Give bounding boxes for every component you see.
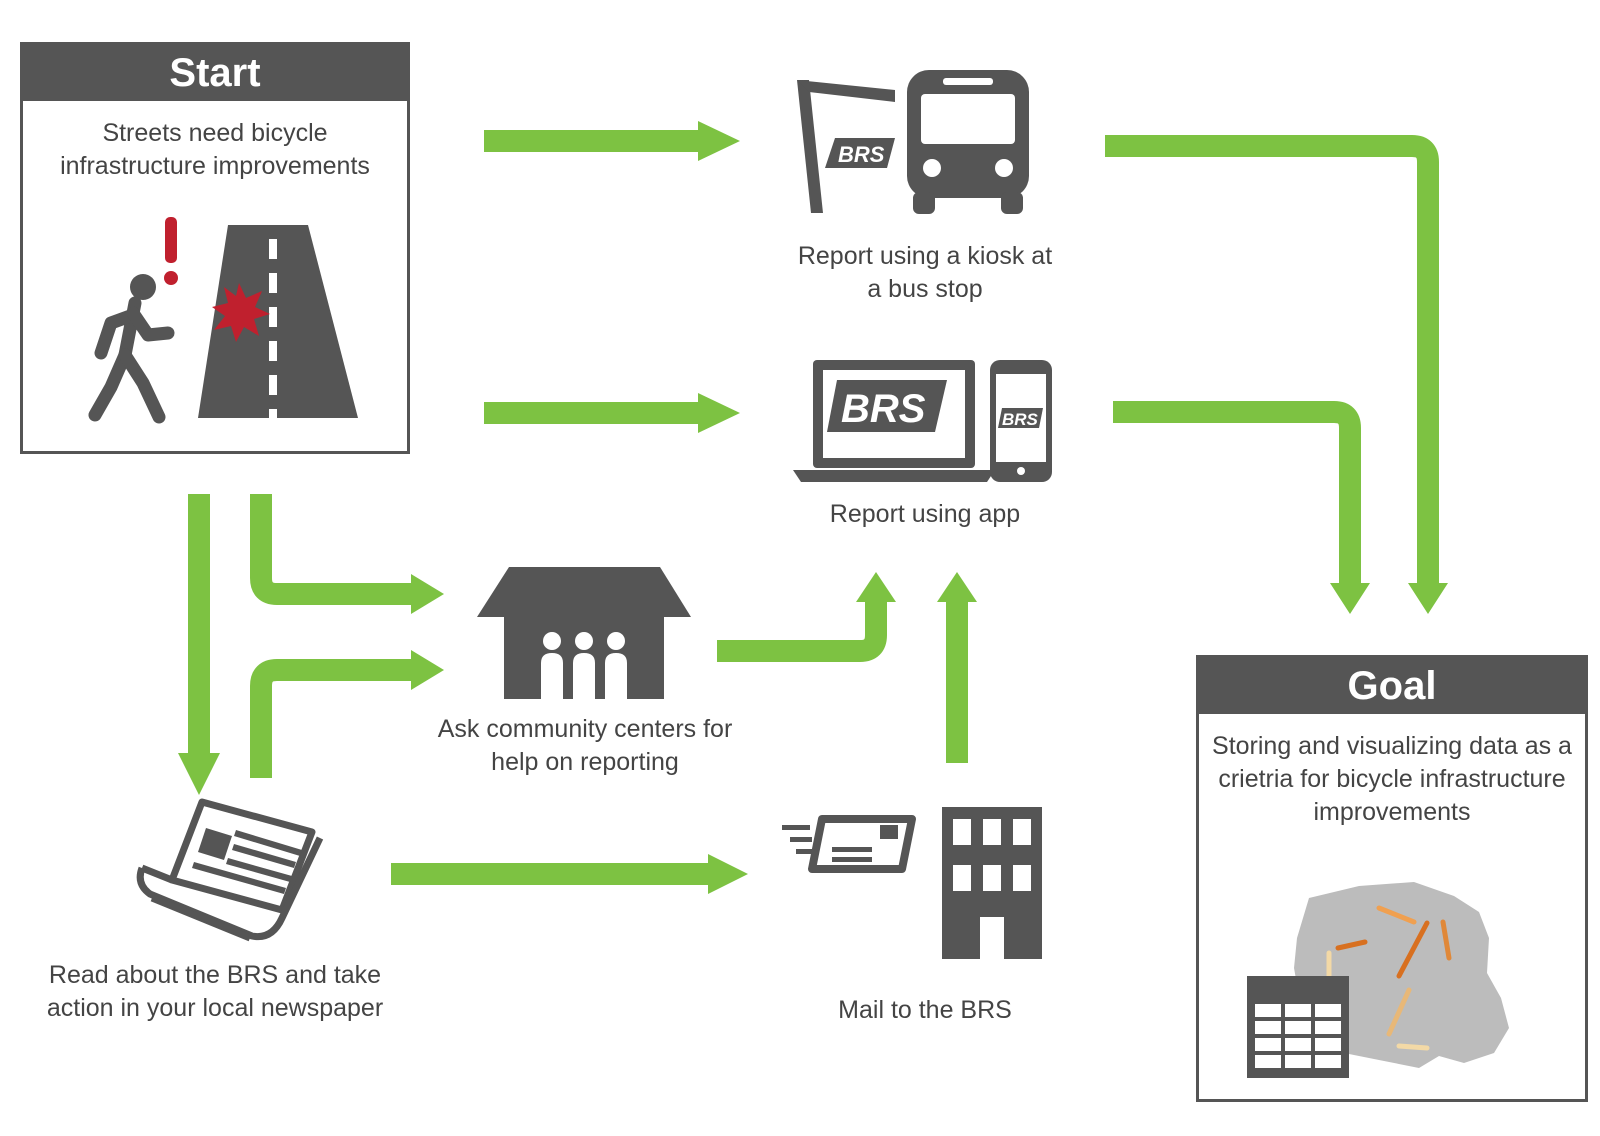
exclamation-icon xyxy=(165,217,177,263)
arrowhead-community-1 xyxy=(411,574,444,614)
road-icon xyxy=(198,225,358,418)
mail-to-brs-icon xyxy=(782,807,1042,959)
goal-title: Goal xyxy=(1199,658,1585,714)
arrowhead-app-from-mail xyxy=(937,572,977,602)
svg-text:BRS: BRS xyxy=(1002,410,1039,429)
arrow-kiosk-to-goal xyxy=(1105,135,1439,585)
start-text: Streets need bicycle infrastructure impr… xyxy=(60,119,370,180)
goal-text: Storing and visualizing data as a crietr… xyxy=(1212,732,1572,826)
goal-box: Goal Storing and visualizing data as a c… xyxy=(1196,655,1588,1102)
newspaper-icon xyxy=(136,798,324,942)
app-label: Report using app xyxy=(829,500,1021,528)
kiosk-logo-icon xyxy=(825,138,895,168)
arrowhead-goal-2 xyxy=(1330,583,1370,614)
arrowhead-app xyxy=(698,393,740,433)
community-center-icon xyxy=(477,567,691,699)
bus-icon xyxy=(907,70,1029,214)
start-box: Start Streets need bicycle infrastructur… xyxy=(20,42,410,454)
kiosk-pole-icon xyxy=(797,80,823,213)
mail-label: Mail to the BRS xyxy=(838,996,1012,1024)
arrowhead-kiosk xyxy=(698,121,740,161)
community-label: Ask community centers for help on report… xyxy=(437,715,733,776)
hazard-burst-icon xyxy=(212,283,270,342)
arrowhead-community-2 xyxy=(411,650,444,690)
table-icon xyxy=(1247,976,1349,1078)
arrowhead-mail xyxy=(708,854,748,894)
arrowhead-newspaper xyxy=(178,753,220,795)
pedestrian-road-hazard-icon xyxy=(88,217,358,425)
laptop-icon: BRS xyxy=(793,360,995,482)
svg-text:BRS: BRS xyxy=(841,387,926,431)
kiosk-label: Report using a kiosk at a bus stop xyxy=(797,242,1053,303)
arrowhead-app-from-community xyxy=(856,572,896,602)
arrow-start-to-community xyxy=(250,494,413,605)
arrow-app-to-goal xyxy=(1113,401,1361,585)
newspaper-label: Read about the BRS and take action in yo… xyxy=(46,961,384,1022)
app-devices-icon: BRS BRS xyxy=(793,360,1052,482)
building-icon xyxy=(942,807,1042,959)
phone-icon: BRS xyxy=(990,360,1052,482)
svg-text:BRS: BRS xyxy=(838,142,885,167)
start-title: Start xyxy=(23,45,407,101)
envelope-icon xyxy=(782,815,916,873)
arrow-community-to-app xyxy=(717,600,887,662)
pedestrian-icon xyxy=(88,296,175,424)
arrowhead-goal-1 xyxy=(1408,583,1448,614)
bus-stop-kiosk-icon: BRS xyxy=(797,70,1029,214)
map-data-icon xyxy=(1247,882,1509,1078)
arrow-newspaper-to-community xyxy=(250,659,413,778)
